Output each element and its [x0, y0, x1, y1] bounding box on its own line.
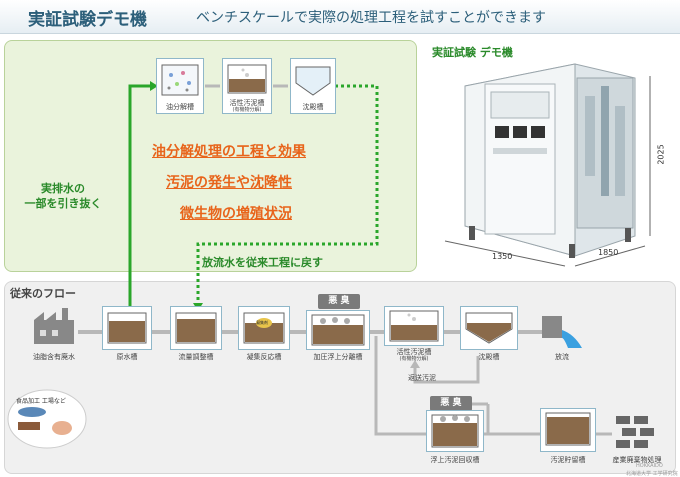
flow-equalization-tank — [170, 306, 222, 350]
draw-line — [128, 84, 150, 310]
page-title: 実証試験デモ機 — [28, 10, 147, 30]
food-processing-cloud — [7, 389, 87, 449]
settling-tank-demo: 沈殿槽 — [290, 58, 336, 114]
odor-badge-2: 悪 臭 — [430, 396, 472, 411]
logo-text: HOKKAIDO — [636, 463, 663, 469]
float-sludge-tank — [426, 410, 484, 452]
dim-height: 2025 — [656, 144, 666, 165]
draw-label: 実排水の一部を引き抜く — [24, 182, 102, 210]
conventional-title: 従来のフロー — [10, 287, 76, 300]
return-line — [196, 84, 379, 304]
machine-title: 実証試験 デモ機 — [432, 46, 513, 59]
return-sludge-label: 返送汚泥 — [408, 374, 436, 382]
factory-icon — [30, 306, 78, 358]
raw-water-tank — [102, 306, 152, 350]
wastewater-label: 油脂含有廃水 — [33, 353, 75, 361]
coagulation-tank: 凝集剤 — [238, 306, 290, 350]
page-header: 実証試験デモ機 ベンチスケールで実際の処理工程を試すことができます — [0, 0, 680, 34]
oil-decomposition-tank: 油分解槽 — [156, 58, 204, 114]
food-label: 食品加工 工場など — [16, 398, 66, 405]
trucks-icon — [614, 412, 660, 452]
activated-sludge-tank-demo: 活性汚泥槽 (有機物分解) — [222, 58, 272, 114]
effect-1: 油分解処理の工程と効果 — [152, 144, 306, 160]
odor-badge-1: 悪 臭 — [318, 294, 360, 309]
dissolved-air-flotation-tank — [306, 310, 370, 350]
return-sludge-line — [413, 356, 480, 384]
discharge-icon — [540, 308, 584, 350]
dim-width: 1850 — [598, 248, 619, 257]
sludge-storage-tank — [540, 408, 596, 452]
settling-tank — [460, 306, 518, 350]
activated-sludge-tank — [384, 306, 444, 346]
effect-2: 汚泥の発生や沈降性 — [166, 175, 292, 191]
demo-flow-panel — [4, 40, 417, 272]
page-subtitle: ベンチスケールで実際の処理工程を試すことができます — [196, 10, 546, 26]
dim-depth: 1350 — [492, 252, 513, 261]
return-label: 放流水を従来工程に戻す — [202, 256, 323, 269]
effect-3: 微生物の増殖状況 — [180, 206, 292, 222]
demo-machine-image — [444, 63, 651, 267]
